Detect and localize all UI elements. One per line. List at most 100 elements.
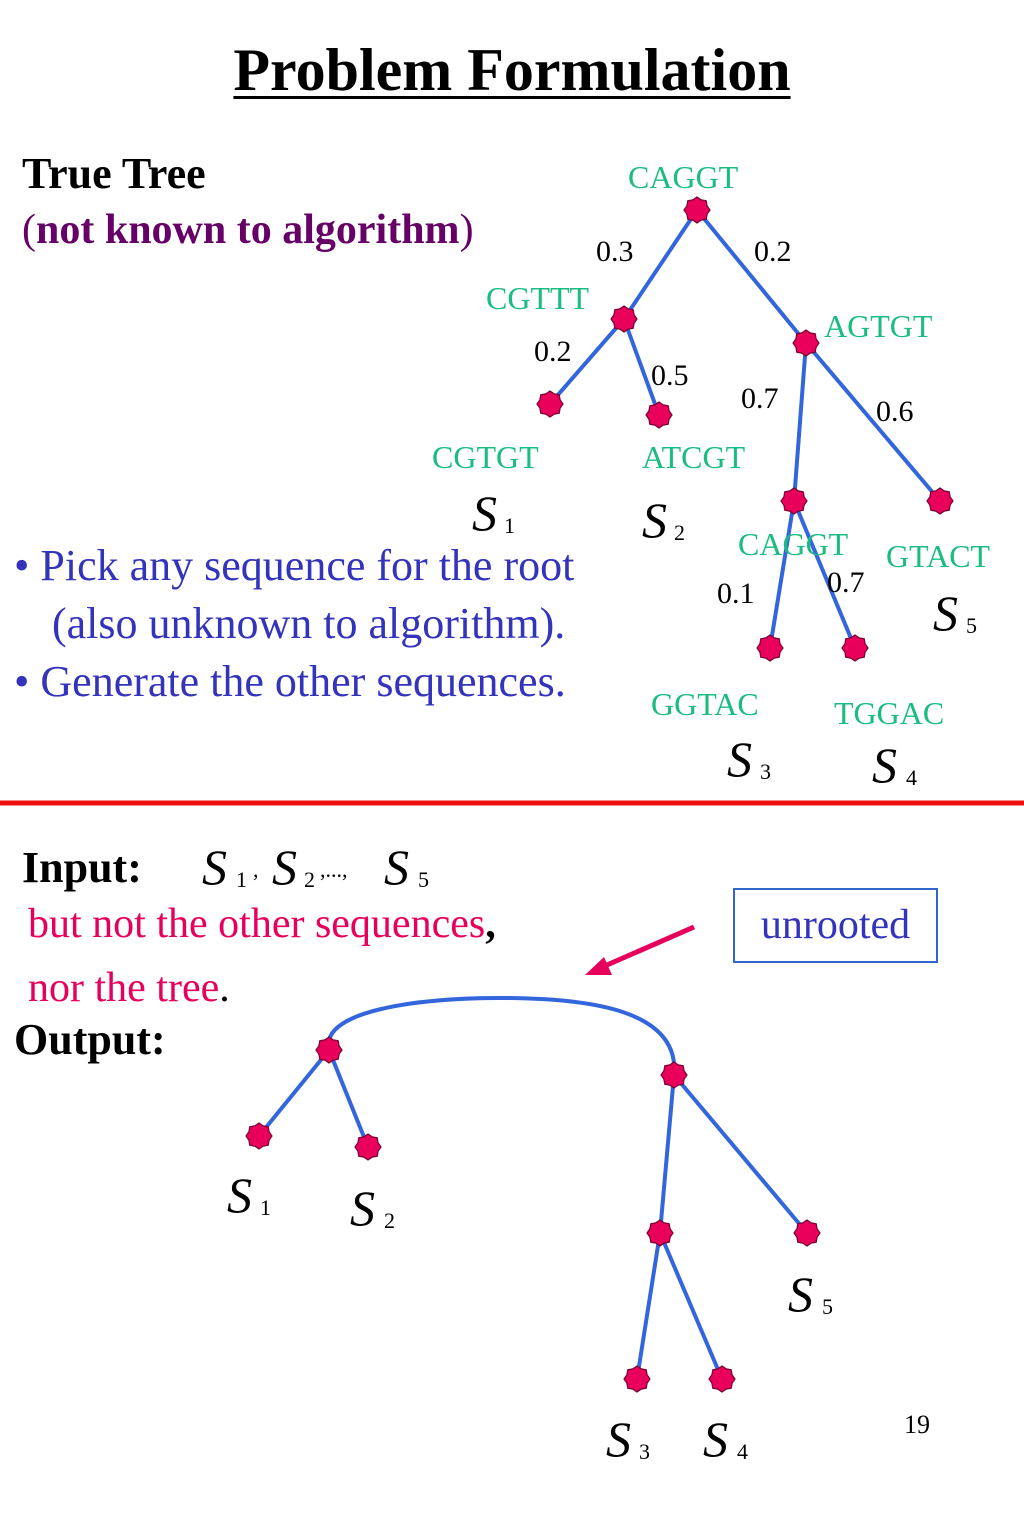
page-number: 19 [904,1410,930,1439]
unrooted-arrow [585,924,695,975]
svg-text:S: S [227,1167,252,1223]
bl-inner-s3: 0.1 [717,577,755,610]
svg-text:S: S [472,485,497,541]
svg-text:,...,: ,..., [320,857,348,882]
out-leaf-name-s1: S 1 [227,1167,271,1223]
edge-out-s1 [257,1048,331,1138]
out-node-s1 [245,1122,273,1150]
node-s4 [841,634,869,662]
svg-text:2: 2 [384,1208,395,1233]
leaf-name-s3: S 3 [727,731,771,787]
svg-text:5: 5 [822,1294,833,1319]
bl-right-inner: 0.7 [741,382,779,415]
note-close-paren: ) [459,207,474,253]
edge-root-left [622,208,699,321]
svg-text:S: S [703,1411,728,1467]
svg-text:1: 1 [260,1195,271,1220]
edge-out-s4 [658,1232,724,1380]
seq-right-internal: AGTGT [824,308,933,344]
seq-inner: CAGGT [738,526,849,562]
edge-root-right [695,208,808,345]
svg-text:2: 2 [674,520,685,545]
leaf-name-s5: S 5 [933,585,977,641]
svg-text:S: S [872,737,897,793]
edge-out-s2 [327,1049,370,1148]
node-left-internal [610,305,638,333]
svg-text:2: 2 [304,867,315,892]
bullet-pick-root-cont: (also unknown to algorithm). [52,599,566,648]
out-leaf-name-s4: S 4 [703,1411,748,1467]
svg-text:,: , [253,857,259,882]
leaf-name-s4: S 4 [872,737,917,793]
svg-text:S: S [933,585,958,641]
svg-text:4: 4 [737,1439,748,1464]
seq-left-internal: CGTTT [486,280,590,316]
edge-unrooted-arc [326,995,677,1076]
node-s2 [645,401,673,429]
note-text: not known to algorithm [36,207,460,253]
svg-text:1: 1 [236,867,247,892]
output-tree-edges [257,995,809,1380]
seq-s3: GGTAC [651,686,759,722]
seq-s4: TGGAC [834,695,944,731]
seq-s2: ATCGT [642,439,746,475]
seq-s5: GTACT [886,538,991,574]
out-leaf-name-s5: S 5 [788,1266,833,1322]
output-label: Output: [14,1015,166,1064]
svg-text:S: S [272,839,297,895]
out-leaf-name-s2: S 2 [350,1180,395,1236]
svg-text:3: 3 [760,759,771,784]
bl-left-s1: 0.2 [534,335,572,368]
svg-text:3: 3 [639,1439,650,1464]
node-s3 [756,634,784,662]
bl-right-s5: 0.6 [876,395,914,428]
out-node-s2 [354,1133,382,1161]
true-tree-heading: True Tree [22,149,206,198]
svg-text:4: 4 [906,765,917,790]
bl-left-s2: 0.5 [651,359,689,392]
input-formula: S 1 , S 2 ,..., S 5 [202,839,429,895]
seq-s1: CGTGT [432,439,539,475]
out-node-s4 [708,1365,736,1393]
input-note-line1: but not the other sequences, [28,900,496,948]
bl-root-right: 0.2 [754,235,792,268]
svg-text:S: S [384,839,409,895]
svg-text:S: S [202,839,227,895]
edge-out-inner [658,1074,676,1234]
bullet-generate: • Generate the other sequences. [14,657,566,706]
svg-text:S: S [350,1180,375,1236]
true-tree-edges [548,208,942,649]
edge-left-s2 [622,318,661,416]
out-node-left [315,1036,343,1064]
edge-out-s5 [672,1073,809,1235]
edge-inner-s4 [792,500,857,649]
out-node-s3 [623,1365,651,1393]
input-note-line2: nor the tree. [28,964,230,1012]
edge-inner-s3 [768,500,796,649]
input-label: Input: [22,843,142,892]
input-note-comma: , [485,901,496,947]
note-open-paren: ( [22,207,36,253]
bullet-pick-root: • Pick any sequence for the root [14,541,575,590]
seq-root: CAGGT [628,159,739,195]
svg-text:5: 5 [966,613,977,638]
out-leaf-name-s3: S 3 [606,1411,650,1467]
input-note-pink: but not the other sequences [28,901,486,947]
edge-right-inner [792,342,808,502]
node-s5 [926,487,954,515]
node-right-internal [792,329,820,357]
svg-text:S: S [606,1411,631,1467]
leaf-name-s2: S 2 [642,492,685,548]
input-note2-pink: nor the tree [28,965,220,1011]
svg-text:1: 1 [504,513,515,538]
bl-root-left: 0.3 [596,235,634,268]
svg-text:S: S [727,731,752,787]
out-node-right [660,1061,688,1089]
true-tree-note: (not known to algorithm) [22,206,474,254]
node-inner [780,487,808,515]
input-note2-period: . [219,965,230,1011]
output-tree-nodes [245,1036,821,1393]
edge-left-s1 [548,317,626,406]
edge-out-s3 [635,1232,662,1380]
